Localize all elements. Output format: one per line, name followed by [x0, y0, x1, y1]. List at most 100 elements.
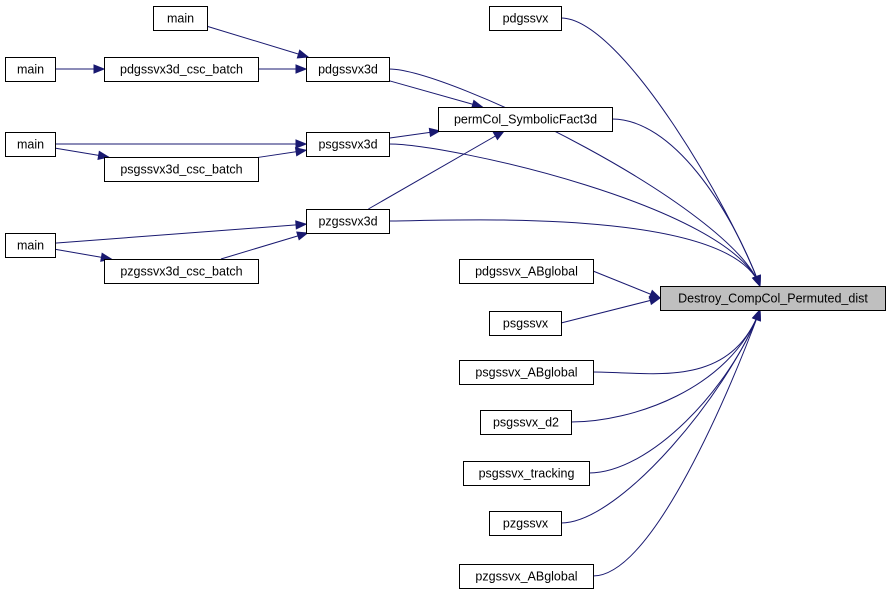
edge-arrowhead [428, 127, 442, 138]
node-box[interactable] [153, 6, 208, 31]
node-pdgssvx[interactable]: pdgssvx [489, 6, 562, 31]
edge-arrowhead [296, 49, 310, 59]
edge-line [592, 309, 761, 375]
node-label: psgssvx_d2 [493, 416, 559, 430]
edge-pzgssvx_ABglobal-to-Destroy_CompCol_Permuted_dist [592, 308, 761, 577]
node-label: main [17, 239, 44, 253]
node-main-b[interactable]: main [5, 57, 56, 82]
edge-psgssvx_ABglobal-to-Destroy_CompCol_Permuted_dist [592, 308, 761, 375]
edge-pdgssvx3d-to-permCol_SymbolicFact3d [388, 80, 484, 109]
node-label: pdgssvx3d_csc_batch [120, 63, 243, 77]
edge-psgssvx3d_csc_batch-to-psgssvx3d [257, 147, 308, 158]
edge-pzgssvx3d_csc_batch-to-pzgssvx3d [220, 231, 309, 260]
edge-arrowhead [93, 64, 106, 74]
node-box[interactable] [489, 311, 562, 336]
node-box[interactable] [480, 410, 572, 435]
node-psgssvx[interactable]: psgssvx [489, 311, 562, 336]
node-box[interactable] [5, 233, 56, 258]
node-label: Destroy_CompCol_Permuted_dist [678, 292, 868, 306]
graph-edges [54, 17, 761, 577]
edge-line [560, 297, 661, 324]
node-box[interactable] [660, 286, 886, 311]
node-psgssvx3d[interactable]: psgssvx3d [306, 132, 390, 157]
edge-arrowhead [492, 130, 506, 141]
edge-psgssvx3d-to-permCol_SymbolicFact3d [388, 127, 442, 139]
node-label: main [167, 12, 194, 26]
node-box[interactable] [306, 132, 390, 157]
node-main-a[interactable]: main [153, 6, 208, 31]
edge-line [560, 309, 761, 524]
edge-pzgssvx-to-Destroy_CompCol_Permuted_dist [560, 308, 761, 524]
node-label: pdgssvx [503, 12, 550, 26]
edge-arrowhead [295, 64, 308, 74]
node-permcol-symbolicfact3d[interactable]: permCol_SymbolicFact3d [438, 107, 613, 132]
node-psgssvx3d-csc-batch[interactable]: psgssvx3d_csc_batch [104, 157, 259, 182]
edge-arrowhead [471, 99, 484, 109]
edge-line [592, 309, 761, 577]
node-label: psgssvx_ABglobal [475, 366, 577, 380]
node-label: pdgssvx_ABglobal [475, 265, 578, 279]
edge-line [588, 309, 761, 474]
edge-main_d-to-pzgssvx3d [54, 220, 308, 244]
node-box[interactable] [459, 564, 594, 589]
edge-arrowhead [295, 220, 308, 230]
node-label: psgssvx [503, 317, 549, 331]
edge-line [388, 219, 761, 287]
node-box[interactable] [489, 6, 562, 31]
node-pdgssvx-abglobal[interactable]: pdgssvx_ABglobal [459, 259, 594, 284]
node-main-d[interactable]: main [5, 233, 56, 258]
node-box[interactable] [438, 107, 613, 132]
edge-pdgssvx3d-to-Destroy_CompCol_Permuted_dist [388, 68, 761, 288]
edge-line [368, 130, 505, 210]
edge-arrowhead [296, 231, 309, 241]
node-pzgssvx-abglobal[interactable]: pzgssvx_ABglobal [459, 564, 594, 589]
edge-line [54, 223, 307, 244]
node-box[interactable] [104, 259, 259, 284]
edge-main_a-to-pdgssvx3d [206, 25, 310, 59]
edge-pzgssvx3d-to-Destroy_CompCol_Permuted_dist [388, 219, 761, 288]
edge-line [388, 68, 761, 287]
node-box[interactable] [104, 57, 259, 82]
node-box[interactable] [489, 511, 562, 536]
node-psgssvx-tracking[interactable]: psgssvx_tracking [463, 461, 590, 486]
edge-line [220, 232, 308, 260]
node-pdgssvx3d[interactable]: pdgssvx3d [306, 57, 390, 82]
node-main-c[interactable]: main [5, 132, 56, 157]
edge-main_d-to-pzgssvx3d_csc_batch [54, 248, 113, 262]
node-pdgssvx3d-csc-batch[interactable]: pdgssvx3d_csc_batch [104, 57, 259, 82]
edge-arrowhead [751, 274, 761, 288]
node-pzgssvx[interactable]: pzgssvx [489, 511, 562, 536]
edge-main_c-to-psgssvx3d_csc_batch [54, 147, 110, 160]
node-box[interactable] [306, 209, 390, 234]
edge-arrowhead [295, 139, 308, 149]
node-box[interactable] [104, 157, 259, 182]
node-pzgssvx3d[interactable]: pzgssvx3d [306, 209, 390, 234]
edge-pdgssvx_ABglobal-to-Destroy_CompCol_Permuted_dist [592, 270, 662, 299]
node-destroy-compcol-permuted-dist[interactable]: Destroy_CompCol_Permuted_dist [660, 286, 886, 311]
node-label: pzgssvx_ABglobal [475, 570, 577, 584]
edge-line [592, 270, 661, 299]
node-box[interactable] [459, 360, 594, 385]
node-box[interactable] [463, 461, 590, 486]
node-label: pdgssvx3d [318, 63, 378, 77]
node-label: psgssvx3d [318, 138, 377, 152]
edge-main_c-to-psgssvx3d [55, 139, 308, 149]
edge-line [611, 118, 761, 287]
node-box[interactable] [5, 132, 56, 157]
node-box[interactable] [306, 57, 390, 82]
edge-arrowhead [751, 308, 761, 322]
edge-arrowhead [648, 295, 662, 306]
node-psgssvx-d2[interactable]: psgssvx_d2 [480, 410, 572, 435]
edge-arrowhead [294, 147, 308, 157]
node-label: pzgssvx [503, 517, 549, 531]
node-label: pzgssvx3d_csc_batch [120, 265, 242, 279]
node-pzgssvx3d-csc-batch[interactable]: pzgssvx3d_csc_batch [104, 259, 259, 284]
graph-nodes: main main main main pdgssvx3d_csc_batchpsgss… [5, 6, 886, 589]
edge-line [388, 143, 761, 287]
node-psgssvx-abglobal[interactable]: psgssvx_ABglobal [459, 360, 594, 385]
edge-psgssvx_tracking-to-Destroy_CompCol_Permuted_dist [588, 308, 761, 474]
node-box[interactable] [459, 259, 594, 284]
node-box[interactable] [5, 57, 56, 82]
edge-psgssvx-to-Destroy_CompCol_Permuted_dist [560, 295, 662, 324]
